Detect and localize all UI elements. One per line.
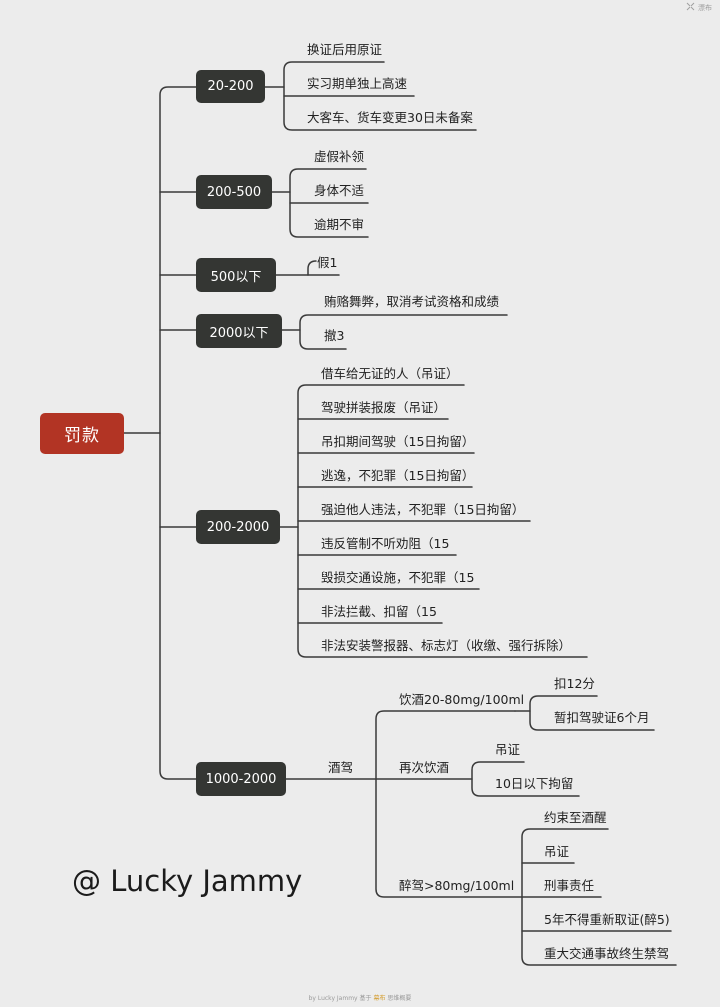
leaf-topic[interactable]: 重大交通事故终生禁驾 [544, 946, 670, 961]
leaf-topic[interactable]: 强迫他人违法，不犯罪（15日拘留） [321, 502, 525, 517]
footer-author: by Lucky Jammy [308, 995, 358, 1002]
expand-icon [686, 2, 695, 13]
leaf-topic[interactable]: 暂扣驾驶证6个月 [554, 710, 650, 725]
leaf-topic[interactable]: 10日以下拘留 [495, 776, 574, 791]
node-2000-below[interactable]: 2000以下 [196, 314, 282, 348]
leaf-topic[interactable]: 实习期单独上高速 [307, 76, 408, 91]
node-500-below[interactable]: 500以下 [196, 258, 276, 292]
leaf-topic[interactable]: 换证后用原证 [307, 42, 383, 57]
leaf-topic[interactable]: 刑事责任 [544, 878, 595, 893]
leaf-topic[interactable]: 虚假补领 [314, 149, 365, 164]
leaf-topic[interactable]: 假1 [317, 255, 338, 270]
leaf-topic[interactable]: 约束至酒醒 [544, 810, 607, 825]
top-right-badge[interactable]: 漂布 [686, 2, 712, 13]
leaf-topic[interactable]: 身体不适 [314, 183, 365, 198]
leaf-topic[interactable]: 吊证 [544, 844, 570, 859]
leaf-topic[interactable]: 逃逸，不犯罪（15日拘留） [321, 468, 475, 483]
leaf-topic[interactable]: 吊扣期间驾驶（15日拘留） [321, 434, 475, 449]
leaf-topic[interactable]: 违反管制不听劝阻（15 [321, 536, 450, 551]
node-1000-2000[interactable]: 1000-2000 [196, 762, 286, 796]
leaf-topic[interactable]: 饮酒20-80mg/100ml [399, 692, 525, 707]
footer-tail: 思维概要 [387, 995, 412, 1002]
leaf-topic[interactable]: 非法拦截、扣留（15 [321, 604, 437, 619]
top-right-label: 漂布 [698, 3, 712, 12]
leaf-drunk-driving[interactable]: 酒驾 [328, 760, 354, 775]
node-20-200[interactable]: 20-200 [196, 70, 265, 103]
root-node-fine[interactable]: 罚款 [40, 413, 124, 454]
leaf-topic[interactable]: 撤3 [324, 328, 345, 343]
footer-credit: by Lucky Jammy 基于 幕布 思维概要 [0, 993, 720, 1002]
leaf-topic[interactable]: 醉驾>80mg/100ml [399, 878, 515, 893]
leaf-topic[interactable]: 扣12分 [554, 676, 595, 691]
leaf-topic[interactable]: 借车给无证的人（吊证） [321, 366, 459, 381]
leaf-topic[interactable]: 5年不得重新取证(醉5) [544, 912, 670, 927]
leaf-topic[interactable]: 毁损交通设施，不犯罪（15 [321, 570, 475, 585]
author-signature: @ Lucky Jammy [72, 864, 303, 898]
leaf-topic[interactable]: 吊证 [495, 742, 521, 757]
footer-brand[interactable]: 幕布 [373, 995, 386, 1002]
footer-middle: 基于 [359, 995, 372, 1002]
leaf-topic[interactable]: 贿赂舞弊，取消考试资格和成绩 [324, 294, 500, 309]
leaf-topic[interactable]: 再次饮酒 [399, 760, 450, 775]
leaf-topic[interactable]: 大客车、货车变更30日未备案 [307, 110, 473, 125]
leaf-topic[interactable]: 非法安装警报器、标志灯（收缴、强行拆除） [321, 638, 572, 653]
leaf-topic[interactable]: 驾驶拼装报废（吊证） [321, 400, 447, 415]
leaf-topic[interactable]: 逾期不审 [314, 217, 365, 232]
node-200-500[interactable]: 200-500 [196, 175, 272, 209]
node-200-2000[interactable]: 200-2000 [196, 510, 280, 544]
